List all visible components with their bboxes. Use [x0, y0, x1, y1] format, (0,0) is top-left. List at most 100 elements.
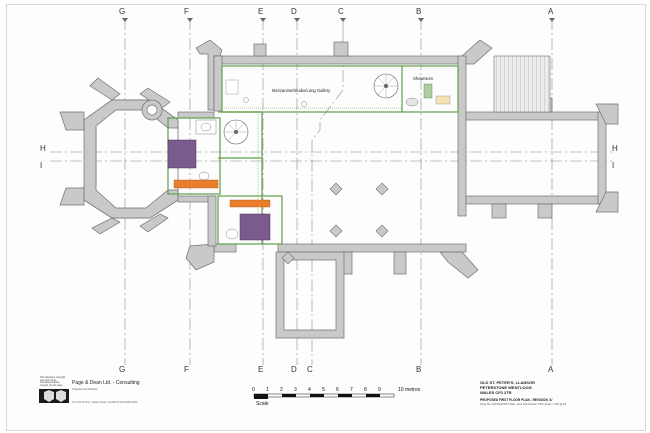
- firm-name: Page & Dean Ltd. - Consulting: [72, 380, 140, 386]
- south-transept-wall: [207, 195, 217, 247]
- grid-label-f-bottom: F: [184, 365, 189, 374]
- grid-label-e-bottom: E: [258, 365, 263, 374]
- grid-label-a-top: A: [548, 7, 554, 16]
- grid-label-b-bottom: B: [416, 365, 421, 374]
- grid-label-a-bottom: A: [548, 365, 554, 374]
- nave-north-wall: [213, 55, 465, 65]
- grid-markers: [122, 18, 555, 22]
- showroom-unit: [423, 83, 433, 99]
- section-label-h-right: H: [612, 144, 618, 153]
- grid-label-c-bottom: C: [307, 365, 313, 374]
- nave-south-wall: [277, 243, 467, 253]
- scale-tick-6: 6: [336, 387, 339, 393]
- buttress-chancel-s: [537, 203, 553, 219]
- vestry-roof: [493, 55, 551, 113]
- firm-logo: [39, 389, 69, 403]
- crossing-wall-n: [177, 111, 215, 119]
- grid-label-g-bottom: G: [119, 365, 125, 374]
- project-line-2: PETERSTONE WENTLOOG: [480, 385, 532, 390]
- pier-5: [281, 251, 295, 265]
- showroom-table: [405, 97, 419, 107]
- firm-contact: The Old School, Station Road, Cardiff Te…: [72, 401, 138, 404]
- scale-tick-1: 1: [266, 387, 269, 393]
- buttress-sw: [59, 187, 85, 206]
- drawing-notes: This drawing is copyright and must not b…: [40, 377, 66, 387]
- title-block: OLD ST. PETER'S, LLANSOR PETERSTONE WENT…: [480, 380, 590, 406]
- scale-tick-9: 9: [378, 387, 381, 393]
- buttress-n1: [89, 77, 121, 101]
- scale-tick-7: 7: [350, 387, 353, 393]
- bedroom-south-outline: [217, 195, 283, 245]
- scale-tick-2: 2: [280, 387, 283, 393]
- firm-subtitle: Chartered Architects: [72, 387, 98, 391]
- section-label-i-left: I: [40, 161, 42, 170]
- building-walls: [59, 39, 619, 339]
- drawing-title: PROPOSED FIRST FLOOR PLAN - REVISION 'A': [480, 398, 553, 402]
- chancel-south-wall: [465, 195, 607, 205]
- mezzanine-partitions: [167, 65, 459, 245]
- section-label-i-right: I: [612, 161, 614, 170]
- west-tower-wall: [83, 99, 179, 219]
- grid-label-f-top: F: [184, 7, 189, 16]
- grid-line-c: [311, 30, 344, 365]
- nave-piers: [281, 182, 389, 265]
- buttress-chancel-s2: [491, 203, 507, 219]
- buttress-chancel-se: [595, 191, 619, 213]
- wardrobe-south: [229, 199, 271, 208]
- grid-label-g-top: G: [119, 7, 125, 16]
- scale-caption: Scale: [256, 401, 269, 407]
- project-line-3: WALES CF3 2TR: [480, 390, 512, 395]
- pier-3: [329, 224, 343, 238]
- scale-bar: 0 1 2 3 4 5 6 7 8 9 10 metres Scale: [252, 387, 421, 407]
- room-label-showroom: Showroom: [413, 76, 434, 81]
- pier-1: [329, 182, 343, 196]
- nave-east-wall: [457, 55, 467, 217]
- buttress-se: [439, 251, 479, 279]
- buttress-n-mid: [333, 41, 349, 57]
- grid-label-d-bottom: D: [291, 365, 297, 374]
- buttress-s2: [139, 213, 169, 233]
- mezzanine-gallery-outline: [221, 65, 459, 113]
- pier-4: [375, 224, 389, 238]
- grid-label-d-top: D: [291, 7, 297, 16]
- grid-labels: G F E D C B A G F E D C B A H I H I: [40, 7, 618, 374]
- bed-north: [167, 139, 197, 169]
- drawing-meta: Drwg No: 01/1011/FIRST Date: June 2014 D…: [480, 403, 567, 406]
- wardrobe-north: [173, 179, 219, 189]
- scale-tick-8: 8: [364, 387, 367, 393]
- project-line-1: OLD ST. PETER'S, LLANSOR: [480, 380, 535, 385]
- nave-sw-wall: [213, 243, 237, 253]
- pier-2: [375, 182, 389, 196]
- nave-nw-wall: [213, 55, 223, 112]
- section-label-h-left: H: [40, 144, 46, 153]
- buttress-s-mid: [393, 251, 407, 275]
- grid-label-e-top: E: [258, 7, 263, 16]
- showroom-desk: [435, 95, 451, 105]
- chancel-north-wall: [465, 111, 607, 121]
- buttress-s1: [91, 217, 121, 235]
- buttress-n-west: [253, 43, 267, 57]
- gallery-cupboard: [225, 79, 239, 95]
- scale-tick-4: 4: [308, 387, 311, 393]
- furniture: [167, 79, 451, 241]
- south-porch-wall: [275, 251, 345, 339]
- bath-south: [225, 228, 239, 240]
- grid-label-c-top: C: [338, 7, 344, 16]
- firm-block: Page & Dean Ltd. - Consulting Chartered …: [72, 380, 140, 404]
- scale-tick-5: 5: [322, 387, 325, 393]
- bathroom-north: [195, 119, 217, 135]
- buttress-ne: [461, 39, 493, 65]
- bath-north: [198, 171, 210, 181]
- buttress-nw: [59, 111, 85, 131]
- scale-tick-0: 0: [252, 387, 255, 393]
- chancel-east-wall: [597, 111, 607, 205]
- scale-end-label: 10 metres: [398, 387, 421, 393]
- bed-south: [239, 213, 271, 241]
- spiral-stairs: [223, 73, 399, 145]
- buttress-chancel-ne: [595, 103, 619, 125]
- section-lines: [50, 151, 612, 162]
- grid-label-b-top: B: [416, 7, 421, 16]
- scale-tick-3: 3: [294, 387, 297, 393]
- room-label-gallery: Mezzanine/Studio/Long Gallery: [272, 88, 331, 93]
